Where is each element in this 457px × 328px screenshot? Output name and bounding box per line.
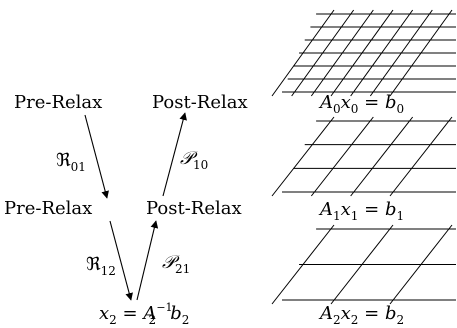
- grid-level0-diag-line: [369, 9, 433, 97]
- grid-level1-diag-line: [310, 116, 374, 197]
- grid-level0-diag-line: [330, 9, 394, 97]
- grid-equation-level0: A0x0 = b0: [318, 92, 404, 116]
- grid-level2: [271, 224, 456, 305]
- grid-equation-level2: A2x2 = b2: [318, 303, 404, 327]
- pre-relax-level0: Pre-Relax: [14, 92, 102, 113]
- prolongation-label-10: 𝒫10: [180, 148, 208, 172]
- grid-level0-diag-line: [310, 9, 374, 97]
- restriction-label-12: ℜ12: [86, 254, 116, 278]
- grid-equation-level1: A1x1 = b1: [318, 199, 404, 223]
- grid-level0-diag-line: [350, 9, 414, 97]
- restriction-arrow-01: [84, 114, 109, 199]
- post-relax-level1: Post-Relax: [146, 198, 242, 219]
- grid-level1-diag-line: [389, 116, 453, 197]
- grid-level2-diag-line: [271, 224, 335, 305]
- restriction-arrow-12: [109, 220, 133, 301]
- grid-level0-diag-line: [271, 9, 335, 97]
- prolongation-arrow-21: [136, 220, 159, 301]
- grid-level0-diag-line: [291, 9, 355, 97]
- cycle-arrows: [84, 112, 187, 301]
- prolongation-label-21: 𝒫21: [162, 252, 190, 276]
- grid-level1-diag-line: [350, 116, 414, 197]
- grid-level0: [271, 9, 456, 97]
- grid-level0-diag-line: [389, 9, 453, 97]
- grid-level1-diag-line: [271, 116, 335, 197]
- grid-level2-diag-line: [330, 224, 394, 305]
- prolongation-arrow-10: [162, 112, 187, 197]
- grid-level1: [271, 116, 456, 197]
- pre-relax-level1: Pre-Relax: [4, 198, 92, 219]
- grid-level2-diag-line: [389, 224, 453, 305]
- restriction-label-01: ℜ01: [56, 150, 86, 174]
- post-relax-level0: Post-Relax: [152, 92, 248, 113]
